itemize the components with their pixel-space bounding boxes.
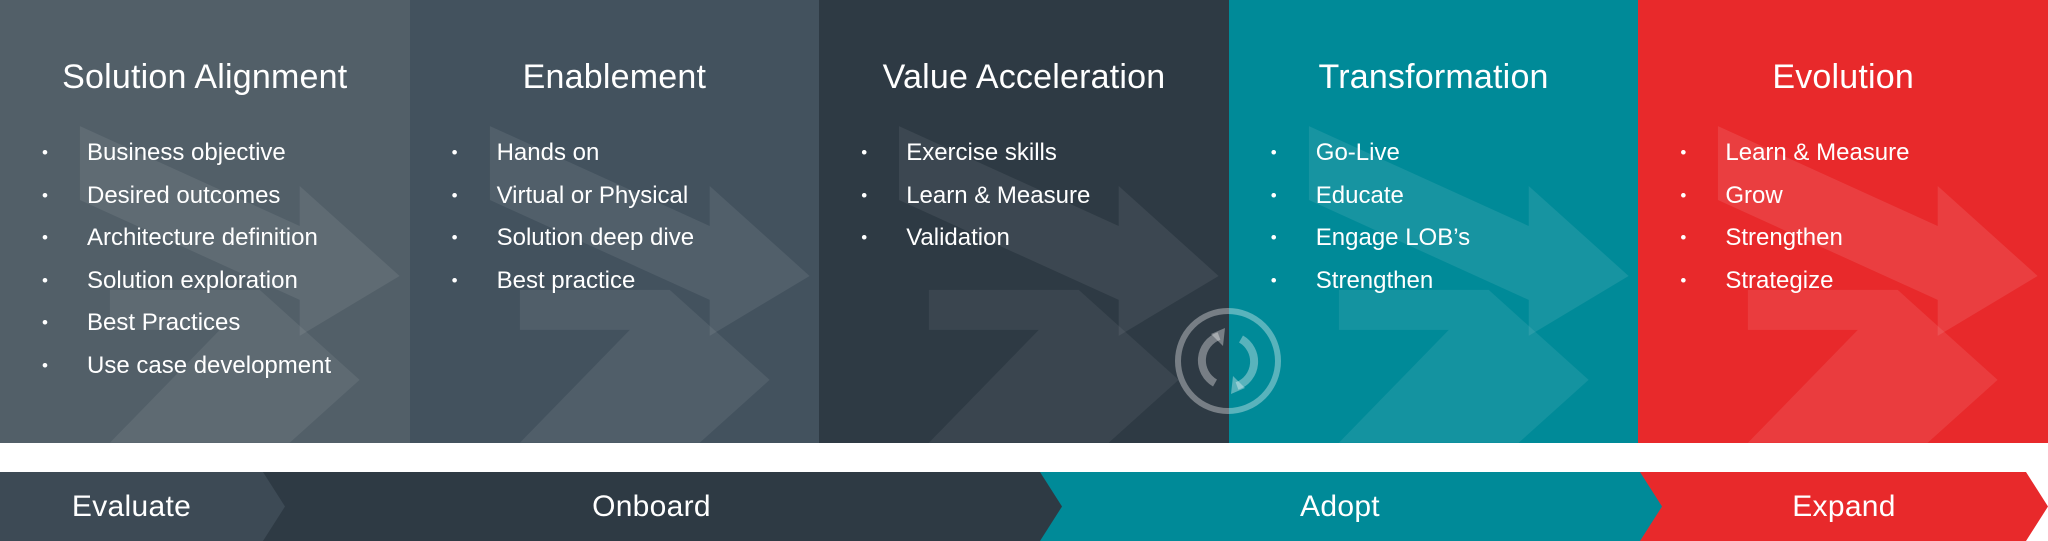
panel-list: Go-Live Educate Engage LOB’s Strengthen: [1229, 132, 1639, 302]
list-item: Strengthen: [1680, 217, 2048, 260]
phase-arrow-onboard: [263, 472, 1062, 541]
list-item: Best practice: [452, 260, 820, 303]
phase-adopt: Adopt: [1300, 490, 1380, 523]
stage-panels: Solution Alignment Business objective De…: [0, 0, 2048, 443]
list-item: Go-Live: [1271, 132, 1639, 175]
list-item: Architecture definition: [42, 217, 410, 260]
panel-title: Value Acceleration: [882, 58, 1166, 96]
phase-expand: Expand: [1792, 490, 1896, 523]
panel-title: Enablement: [522, 58, 707, 96]
list-item: Educate: [1271, 175, 1639, 218]
phase-onboard: Onboard: [592, 490, 711, 523]
panel-list: Exercise skills Learn & Measure Validati…: [819, 132, 1229, 260]
list-item: Grow: [1680, 175, 2048, 218]
list-item: Strengthen: [1271, 260, 1639, 303]
panel-list: Business objective Desired outcomes Arch…: [0, 132, 410, 387]
panel-list: Learn & Measure Grow Strengthen Strategi…: [1638, 132, 2048, 302]
panel-enablement: Enablement Hands on Virtual or Physical …: [409, 0, 820, 443]
panel-list: Hands on Virtual or Physical Solution de…: [410, 132, 820, 302]
list-item: Validation: [861, 217, 1229, 260]
phase-arrow-evaluate: [0, 472, 285, 541]
panel-solution-alignment: Solution Alignment Business objective De…: [0, 0, 410, 443]
list-item: Hands on: [452, 132, 820, 175]
panel-evolution: Evolution Learn & Measure Grow Strengthe…: [1638, 0, 2048, 443]
phase-evaluate: Evaluate: [71, 490, 192, 523]
phase-band-arrows: [0, 472, 2048, 541]
list-item: Engage LOB’s: [1271, 217, 1639, 260]
list-item: Solution deep dive: [452, 217, 820, 260]
list-item: Solution exploration: [42, 260, 410, 303]
list-item: Learn & Measure: [1680, 132, 2048, 175]
list-item: Strategize: [1680, 260, 2048, 303]
panel-value-acceleration: Value Acceleration Exercise skills Learn…: [819, 0, 1229, 443]
panel-title: Evolution: [1772, 58, 1914, 96]
list-item: Exercise skills: [861, 132, 1229, 175]
panel-transformation: Transformation Go-Live Educate Engage LO…: [1228, 0, 1639, 443]
panel-title: Transformation: [1318, 58, 1549, 96]
list-item: Learn & Measure: [861, 175, 1229, 218]
phase-arrow-adopt: [1040, 472, 1662, 541]
panel-title: Solution Alignment: [62, 58, 348, 96]
phase-band: Evaluate Onboard Adopt Expand: [0, 472, 2048, 541]
list-item: Desired outcomes: [42, 175, 410, 218]
list-item: Best Practices: [42, 302, 410, 345]
list-item: Virtual or Physical: [452, 175, 820, 218]
phase-arrow-expand: [1640, 472, 2048, 541]
list-item: Business objective: [42, 132, 410, 175]
refresh-cycle-icon: [1175, 308, 1281, 414]
list-item: Use case development: [42, 345, 410, 388]
